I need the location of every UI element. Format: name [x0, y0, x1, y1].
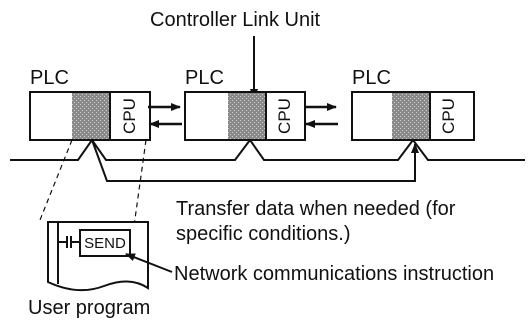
transfer-text-line1: Transfer data when needed (for [176, 198, 456, 220]
network-instruction-label: Network communications instruction [174, 263, 494, 285]
zoom-line-right [133, 139, 147, 227]
message-transfer-path [91, 139, 419, 182]
send-instruction-box [79, 229, 131, 257]
cpu-label-2: CPU [275, 98, 294, 134]
user-program-label: User program [28, 297, 150, 319]
controller-link-module-3 [392, 93, 430, 139]
plc-label-3: PLC [352, 67, 391, 89]
cpu-label-3: CPU [439, 98, 458, 134]
instruction-pointer-arrow [125, 253, 173, 273]
controller-link-module-2 [228, 93, 266, 139]
controller-link-unit-label: Controller Link Unit [150, 9, 321, 31]
plc-unit-3: PLC CPU [351, 67, 475, 141]
plc-unit-2: PLC CPU [184, 67, 306, 141]
plc-label-2: PLC [185, 67, 224, 89]
plc-label-1: PLC [30, 67, 69, 89]
data-link-arrows-2-3 [304, 103, 338, 128]
zoom-line-left [39, 139, 73, 221]
user-program-document: SEND [47, 221, 149, 292]
plc-unit-1: PLC CPU [29, 67, 151, 141]
transfer-text-line2: specific conditions.) [176, 223, 351, 245]
controller-link-module-1 [72, 93, 110, 139]
send-label: SEND [84, 235, 126, 252]
network-line [10, 138, 525, 161]
data-link-arrows-1-2 [148, 103, 182, 128]
cpu-label-1: CPU [120, 98, 139, 134]
